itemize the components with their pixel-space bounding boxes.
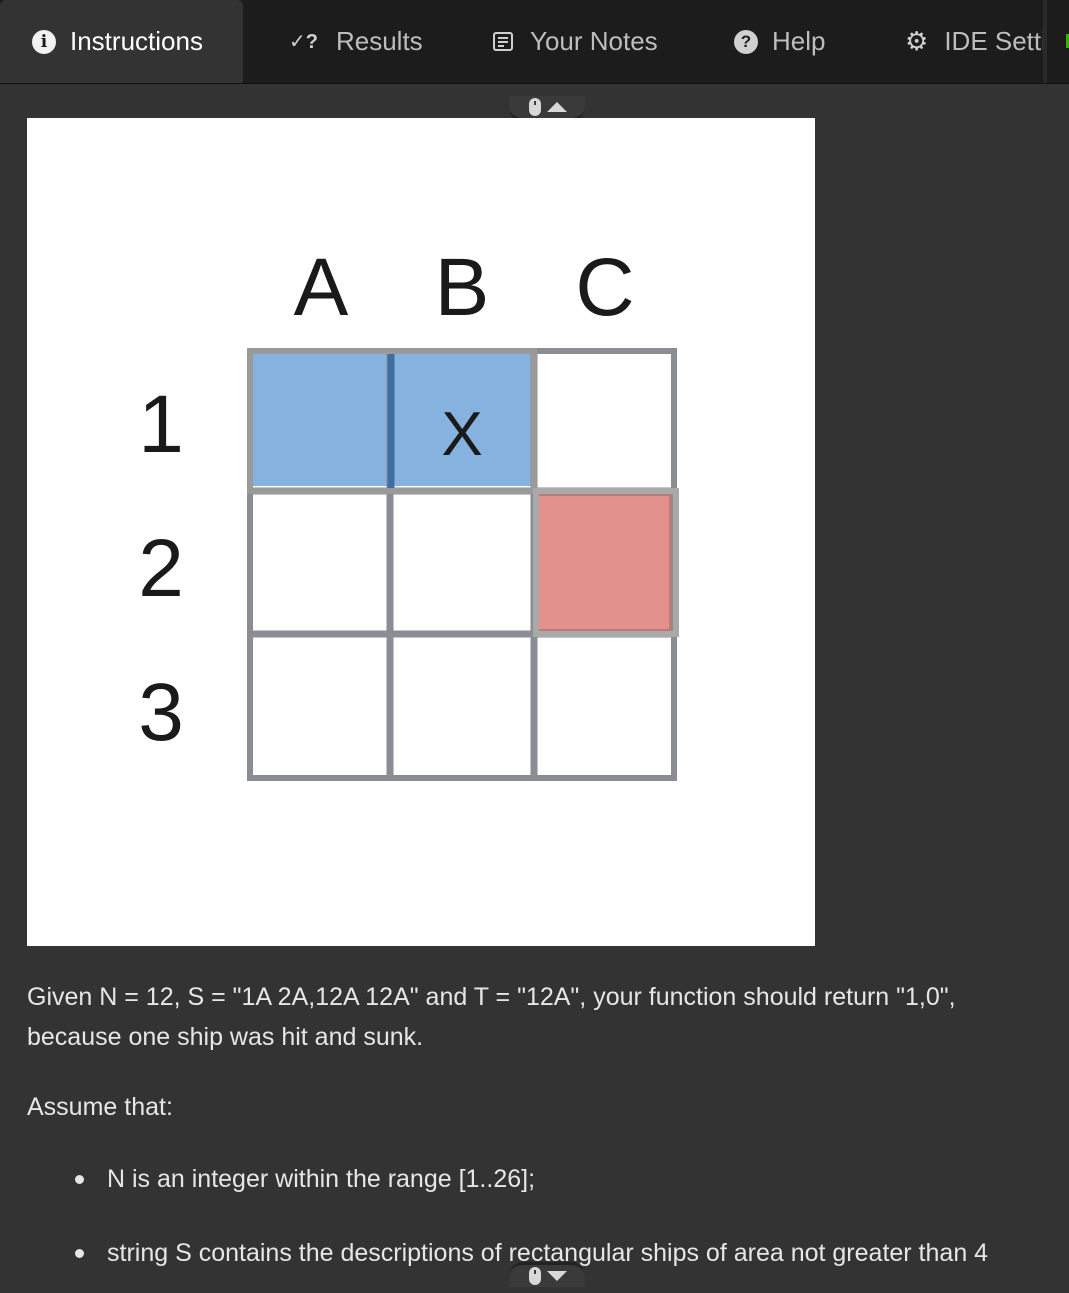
tab-label: Help <box>772 26 826 56</box>
battleship-grid-illustration: A B C 1 2 3 X <box>138 242 679 781</box>
tab-label: Your Notes <box>530 26 658 56</box>
assume-heading: Assume that: <box>27 1093 173 1121</box>
tab-label: Results <box>335 26 423 56</box>
mouse-scroll-down-icon <box>529 1267 567 1285</box>
tab-your-notes[interactable]: Your Notes <box>492 0 658 83</box>
bullet-dot <box>75 1175 84 1184</box>
example-paragraph: Given N = 12, S = "1A 2A,12A 12A" and T … <box>27 983 956 1051</box>
gear-icon: ⚙ <box>905 26 929 56</box>
row-label-3: 3 <box>138 667 184 758</box>
tab-label: IDE Setti <box>944 26 1045 56</box>
ship-outline <box>247 348 537 494</box>
tab-bar: i Instructions ✓? Results Your Notes ? H… <box>0 0 1069 84</box>
list-item-text: N is an integer within the range [1..26]… <box>107 1165 536 1193</box>
notes-icon <box>492 31 514 53</box>
tab-ide-settings[interactable]: ⚙ IDE Setti <box>905 0 1045 83</box>
bullet-dot <box>75 1249 84 1258</box>
status-indicator <box>1066 34 1069 48</box>
tab-help[interactable]: ? Help <box>734 0 825 83</box>
tab-label: Instructions <box>70 26 203 56</box>
ship-cell-b1 <box>393 353 531 486</box>
tab-scroll-divider <box>1043 0 1047 83</box>
sunk-cell-outline <box>533 488 679 637</box>
column-label-c: C <box>575 242 634 333</box>
collapse-panel-down-handle[interactable] <box>509 1262 585 1287</box>
tab-instructions[interactable]: i Instructions <box>0 0 243 83</box>
tab-results[interactable]: ✓? Results <box>289 0 423 83</box>
ship-cell-a1 <box>252 353 388 486</box>
column-label-b: B <box>435 242 490 333</box>
check-question-icon: ✓? <box>289 31 318 53</box>
info-icon: i <box>32 29 56 54</box>
column-label-a: A <box>294 242 349 333</box>
mouse-scroll-up-icon <box>529 98 567 116</box>
row-label-2: 2 <box>138 523 184 614</box>
sunk-cell-c2 <box>537 494 671 631</box>
help-icon: ? <box>734 29 758 54</box>
hit-mark: X <box>441 400 482 469</box>
battleship-grid-figure: A B C 1 2 3 X <box>27 118 815 946</box>
row-label-1: 1 <box>138 379 184 470</box>
